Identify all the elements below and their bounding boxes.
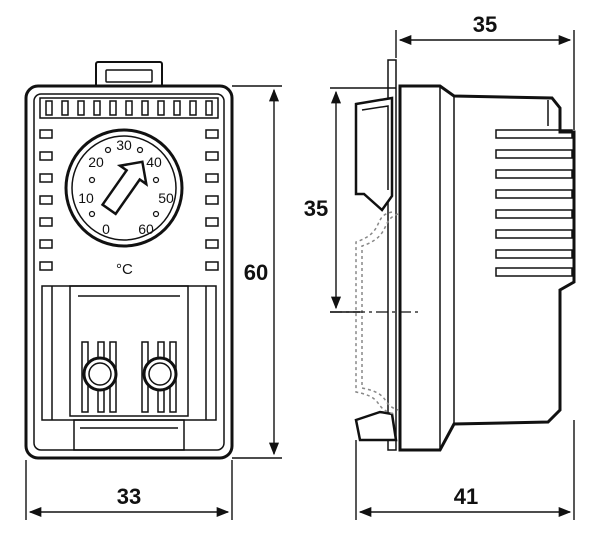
dial-label: 20 <box>88 154 104 170</box>
left-vent-slots <box>39 129 53 271</box>
dial-label: 50 <box>158 190 174 206</box>
dim-side-rail-height: 35 <box>304 196 328 221</box>
dial-label: 10 <box>78 190 94 206</box>
right-vent-slots <box>205 129 219 271</box>
din-rail-hidden <box>355 211 395 415</box>
din-clip-top <box>354 96 394 212</box>
dial-label: 60 <box>138 221 154 237</box>
dial-scale: 0 10 20 30 40 50 60 <box>78 137 174 237</box>
dial-label: 30 <box>116 137 132 153</box>
dial-pointer-icon <box>100 160 149 216</box>
dim-front-height: 60 <box>244 260 268 285</box>
dial-label: 0 <box>102 221 110 237</box>
dim-side-depth-top: 35 <box>473 12 497 37</box>
dial-dots <box>88 146 160 218</box>
side-fins <box>495 129 573 277</box>
side-body <box>398 84 576 452</box>
unit-label: °C <box>116 261 133 278</box>
top-vent-slots <box>45 100 213 116</box>
dim-front-width: 33 <box>117 484 141 509</box>
dimension-lines <box>25 30 575 520</box>
side-view <box>354 59 576 452</box>
dial-label: 40 <box>146 154 162 170</box>
dim-side-depth-bottom: 41 <box>454 484 478 509</box>
front-view <box>24 61 234 460</box>
din-clip-bottom <box>354 410 398 442</box>
